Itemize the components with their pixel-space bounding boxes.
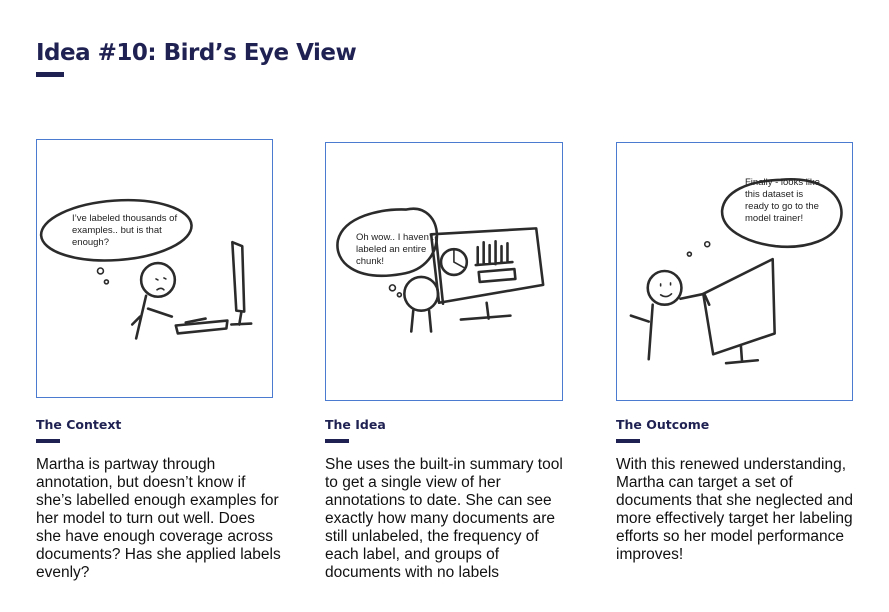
idea-heading: The Idea (325, 417, 386, 432)
idea-sketch (336, 207, 545, 333)
idea-speech-bubble-text: Oh wow.. I haven’t labeled an entire chu… (356, 232, 434, 267)
outcome-speech-bubble-text: Finally - looks like this dataset is rea… (745, 177, 820, 224)
outcome-heading: The Outcome (616, 417, 710, 432)
title-underline (36, 72, 64, 77)
idea-description: She uses the built-in summary tool to ge… (325, 456, 563, 581)
outcome-sketch (629, 177, 843, 365)
context-illustration-panel: I’ve labeled thousands of examples.. but… (36, 139, 273, 398)
outcome-heading-underline (616, 439, 640, 443)
idea-heading-underline (325, 439, 349, 443)
context-heading: The Context (36, 417, 122, 432)
context-heading-underline (36, 439, 60, 443)
context-sketch (39, 198, 253, 340)
outcome-description: With this renewed understanding, Martha … (616, 456, 853, 563)
outcome-illustration-panel: Finally - looks like this dataset is rea… (616, 142, 853, 401)
context-speech-bubble-text: I’ve labeled thousands of examples.. but… (72, 213, 178, 248)
page-title: Idea #10: Bird’s Eye View (36, 40, 357, 66)
context-description: Martha is partway through annotation, bu… (36, 456, 281, 581)
idea-illustration-panel: Oh wow.. I haven’t labeled an entire chu… (325, 142, 563, 401)
